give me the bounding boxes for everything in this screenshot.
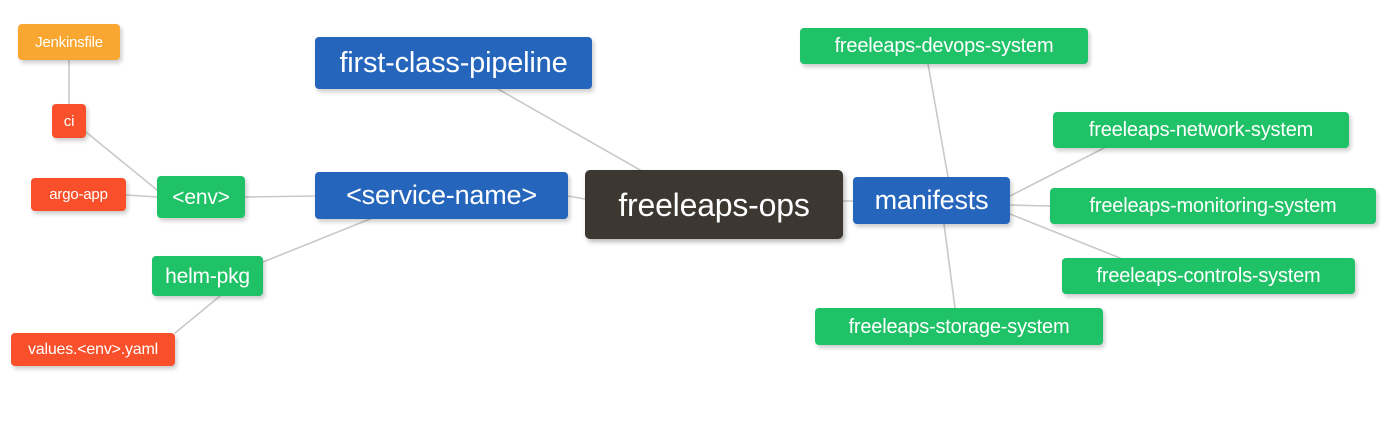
edge-env-to-service-name — [244, 195, 316, 198]
node-service-name[interactable]: <service-name> — [315, 172, 568, 219]
edge-argo-app-to-env — [125, 194, 158, 198]
node-freeleaps-ops[interactable]: freeleaps-ops — [585, 170, 843, 239]
node-freeleaps-storage-system[interactable]: freeleaps-storage-system — [815, 308, 1103, 345]
node-values-env-yaml[interactable]: values.<env>.yaml — [11, 333, 175, 366]
node-freeleaps-monitoring-system[interactable]: freeleaps-monitoring-system — [1050, 188, 1376, 224]
edge-helm-pkg-to-service-name — [262, 218, 371, 263]
node-env[interactable]: <env> — [157, 176, 245, 218]
node-argo-app[interactable]: argo-app — [31, 178, 126, 211]
node-helm-pkg[interactable]: helm-pkg — [152, 256, 263, 296]
edge-service-name-to-freeleaps-ops — [567, 195, 586, 200]
node-freeleaps-network-system[interactable]: freeleaps-network-system — [1053, 112, 1349, 148]
edge-first-class-pipeline-to-freeleaps-ops — [497, 88, 641, 171]
edge-values-env-yaml-to-helm-pkg — [174, 295, 221, 334]
node-jenkinsfile[interactable]: Jenkinsfile — [18, 24, 120, 60]
edge-manifests-to-freeleaps-monitoring-system — [1009, 204, 1051, 207]
edge-manifests-to-freeleaps-storage-system — [943, 223, 956, 309]
node-ci[interactable]: ci — [52, 104, 86, 138]
node-freeleaps-devops-system[interactable]: freeleaps-devops-system — [800, 28, 1088, 64]
edge-freeleaps-devops-system-to-manifests — [927, 63, 949, 178]
node-freeleaps-controls-system[interactable]: freeleaps-controls-system — [1062, 258, 1355, 294]
node-first-class-pipeline[interactable]: first-class-pipeline — [315, 37, 592, 89]
node-manifests[interactable]: manifests — [853, 177, 1010, 224]
